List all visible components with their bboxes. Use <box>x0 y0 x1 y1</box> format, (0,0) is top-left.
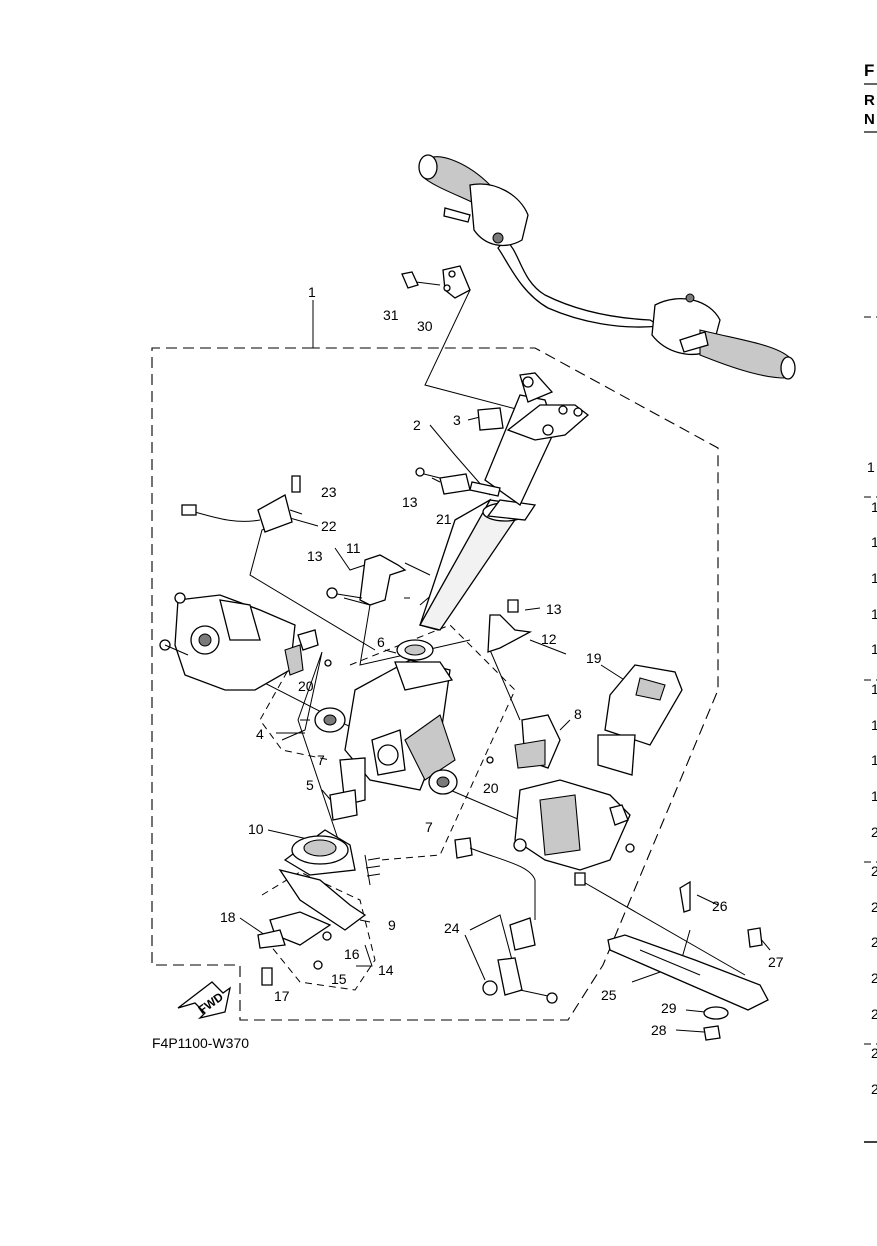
callout-4: 4 <box>256 726 264 742</box>
bracket-12 <box>487 599 533 653</box>
callout-22: 22 <box>321 518 337 534</box>
assembly-boundary <box>151 347 719 1021</box>
bracket-30-bolt-31 <box>401 265 471 299</box>
callout-11: 11 <box>346 540 361 556</box>
central-housing <box>314 639 494 886</box>
callout-21: 21 <box>436 511 452 527</box>
edge-number: 1 <box>867 459 875 475</box>
callout-9: 9 <box>388 917 396 933</box>
callout-10: 10 <box>248 821 264 837</box>
callout-26: 26 <box>712 898 728 914</box>
right-cover <box>514 664 683 776</box>
edge-number: 2 <box>871 1081 877 1097</box>
callout-23: 23 <box>321 484 337 500</box>
callout-2: 2 <box>413 417 421 433</box>
callout-15: 15 <box>331 971 347 987</box>
edge-number: 1 <box>871 641 877 657</box>
harness-24 <box>454 837 558 1004</box>
right-housing <box>513 779 635 886</box>
edge-number: 2 <box>871 899 877 915</box>
callout-6: 6 <box>377 634 385 650</box>
callout-24: 24 <box>444 920 460 936</box>
callout-13-right: 13 <box>546 601 562 617</box>
illustration-code: F4P1100-W370 <box>152 1035 249 1051</box>
edge-number: 1 <box>871 788 877 804</box>
edge-number: 2 <box>871 863 877 879</box>
edge-letter-n: N <box>864 111 875 128</box>
edge-number: 1 <box>871 681 877 697</box>
callout-3: 3 <box>453 412 461 428</box>
callout-30: 30 <box>417 318 433 334</box>
switch-22-screw-23 <box>181 475 301 533</box>
callout-27: 27 <box>768 954 784 970</box>
left-housing <box>159 592 319 691</box>
edge-number: 2 <box>871 824 877 840</box>
edge-number: 2 <box>871 1006 877 1022</box>
callout-20-left: 20 <box>298 678 314 694</box>
edge-number: 2 <box>871 970 877 986</box>
plate-25 <box>607 880 769 1041</box>
lower-cover-assembly <box>257 829 367 986</box>
callout-28: 28 <box>651 1022 667 1038</box>
callout-13-left: 13 <box>307 548 323 564</box>
clamp-21-bolt-13 <box>415 467 501 497</box>
callout-18: 18 <box>220 909 236 925</box>
callout-5: 5 <box>306 777 314 793</box>
callout-20-right: 20 <box>483 780 499 796</box>
callout-31: 31 <box>383 307 399 323</box>
callout-16: 16 <box>344 946 360 962</box>
edge-number: 1 <box>871 570 877 586</box>
bracket-11 <box>326 554 407 606</box>
edge-number: 1 <box>871 534 877 550</box>
edge-number: 1 <box>871 499 877 515</box>
callout-7-right: 7 <box>425 819 433 835</box>
callout-labels: 1 2 3 4 5 6 7 7 8 9 10 11 12 13 13 13 14… <box>220 284 784 1038</box>
callout-12: 12 <box>541 631 557 647</box>
edge-letter-f: F <box>864 61 874 80</box>
edge-number: 2 <box>871 934 877 950</box>
callout-14: 14 <box>378 962 394 978</box>
edge-number: 2 <box>871 1045 877 1061</box>
edge-letter-r: R <box>864 92 875 109</box>
callout-7-left: 7 <box>317 752 325 768</box>
callout-29: 29 <box>661 1000 677 1016</box>
steering-column <box>419 372 590 631</box>
right-edge-clipped-text: F R N 1 1 1 1 1 1 1 1 1 1 2 2 2 2 2 2 2 … <box>864 61 877 1143</box>
handlebar-illustration <box>418 154 796 380</box>
callout-8: 8 <box>574 706 582 722</box>
callout-25: 25 <box>601 987 617 1003</box>
callout-13-upper: 13 <box>402 494 418 510</box>
edge-number: 1 <box>871 717 877 733</box>
callout-19: 19 <box>586 650 602 666</box>
callout-17: 17 <box>274 988 290 1004</box>
fwd-arrow-icon: FWD <box>177 981 231 1020</box>
edge-number: 1 <box>871 752 877 768</box>
edge-number: 1 <box>871 606 877 622</box>
callout-1: 1 <box>308 284 316 300</box>
